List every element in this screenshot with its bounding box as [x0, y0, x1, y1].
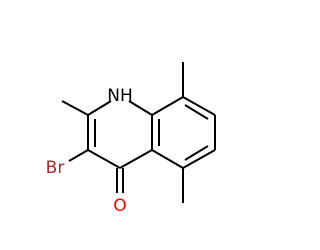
bond-n1-c8a	[128, 100, 153, 116]
bond-c6-c5	[182, 149, 216, 169]
bond-c8-c7-inner	[184, 104, 209, 120]
structure-diagram: NH Br O	[46, 62, 216, 216]
atom-label-nh: NH	[107, 86, 133, 106]
bond-c4-c4a	[119, 149, 153, 169]
atom-labels: NH Br O	[46, 86, 133, 216]
atom-symbol-bromine: Br	[46, 158, 65, 178]
atom-symbol-oxygen: O	[113, 196, 126, 216]
bond-layer	[61, 62, 216, 203]
bond-c3-c4	[87, 149, 121, 169]
bond-c6-c5-inner	[184, 145, 209, 161]
atom-symbol-hydrogen: H	[120, 86, 133, 106]
bond-c2-methyl	[61, 100, 89, 116]
atom-label-bromine: Br	[46, 158, 65, 178]
bond-c3-br	[68, 149, 89, 162]
atom-label-oxygen: O	[113, 196, 126, 216]
atom-symbol-nitrogen: N	[107, 86, 120, 106]
bond-c2-n1	[87, 100, 112, 116]
bond-c8-c7	[182, 96, 216, 116]
bond-c5-c4a	[151, 149, 184, 169]
bond-c8a-c8	[151, 96, 184, 116]
